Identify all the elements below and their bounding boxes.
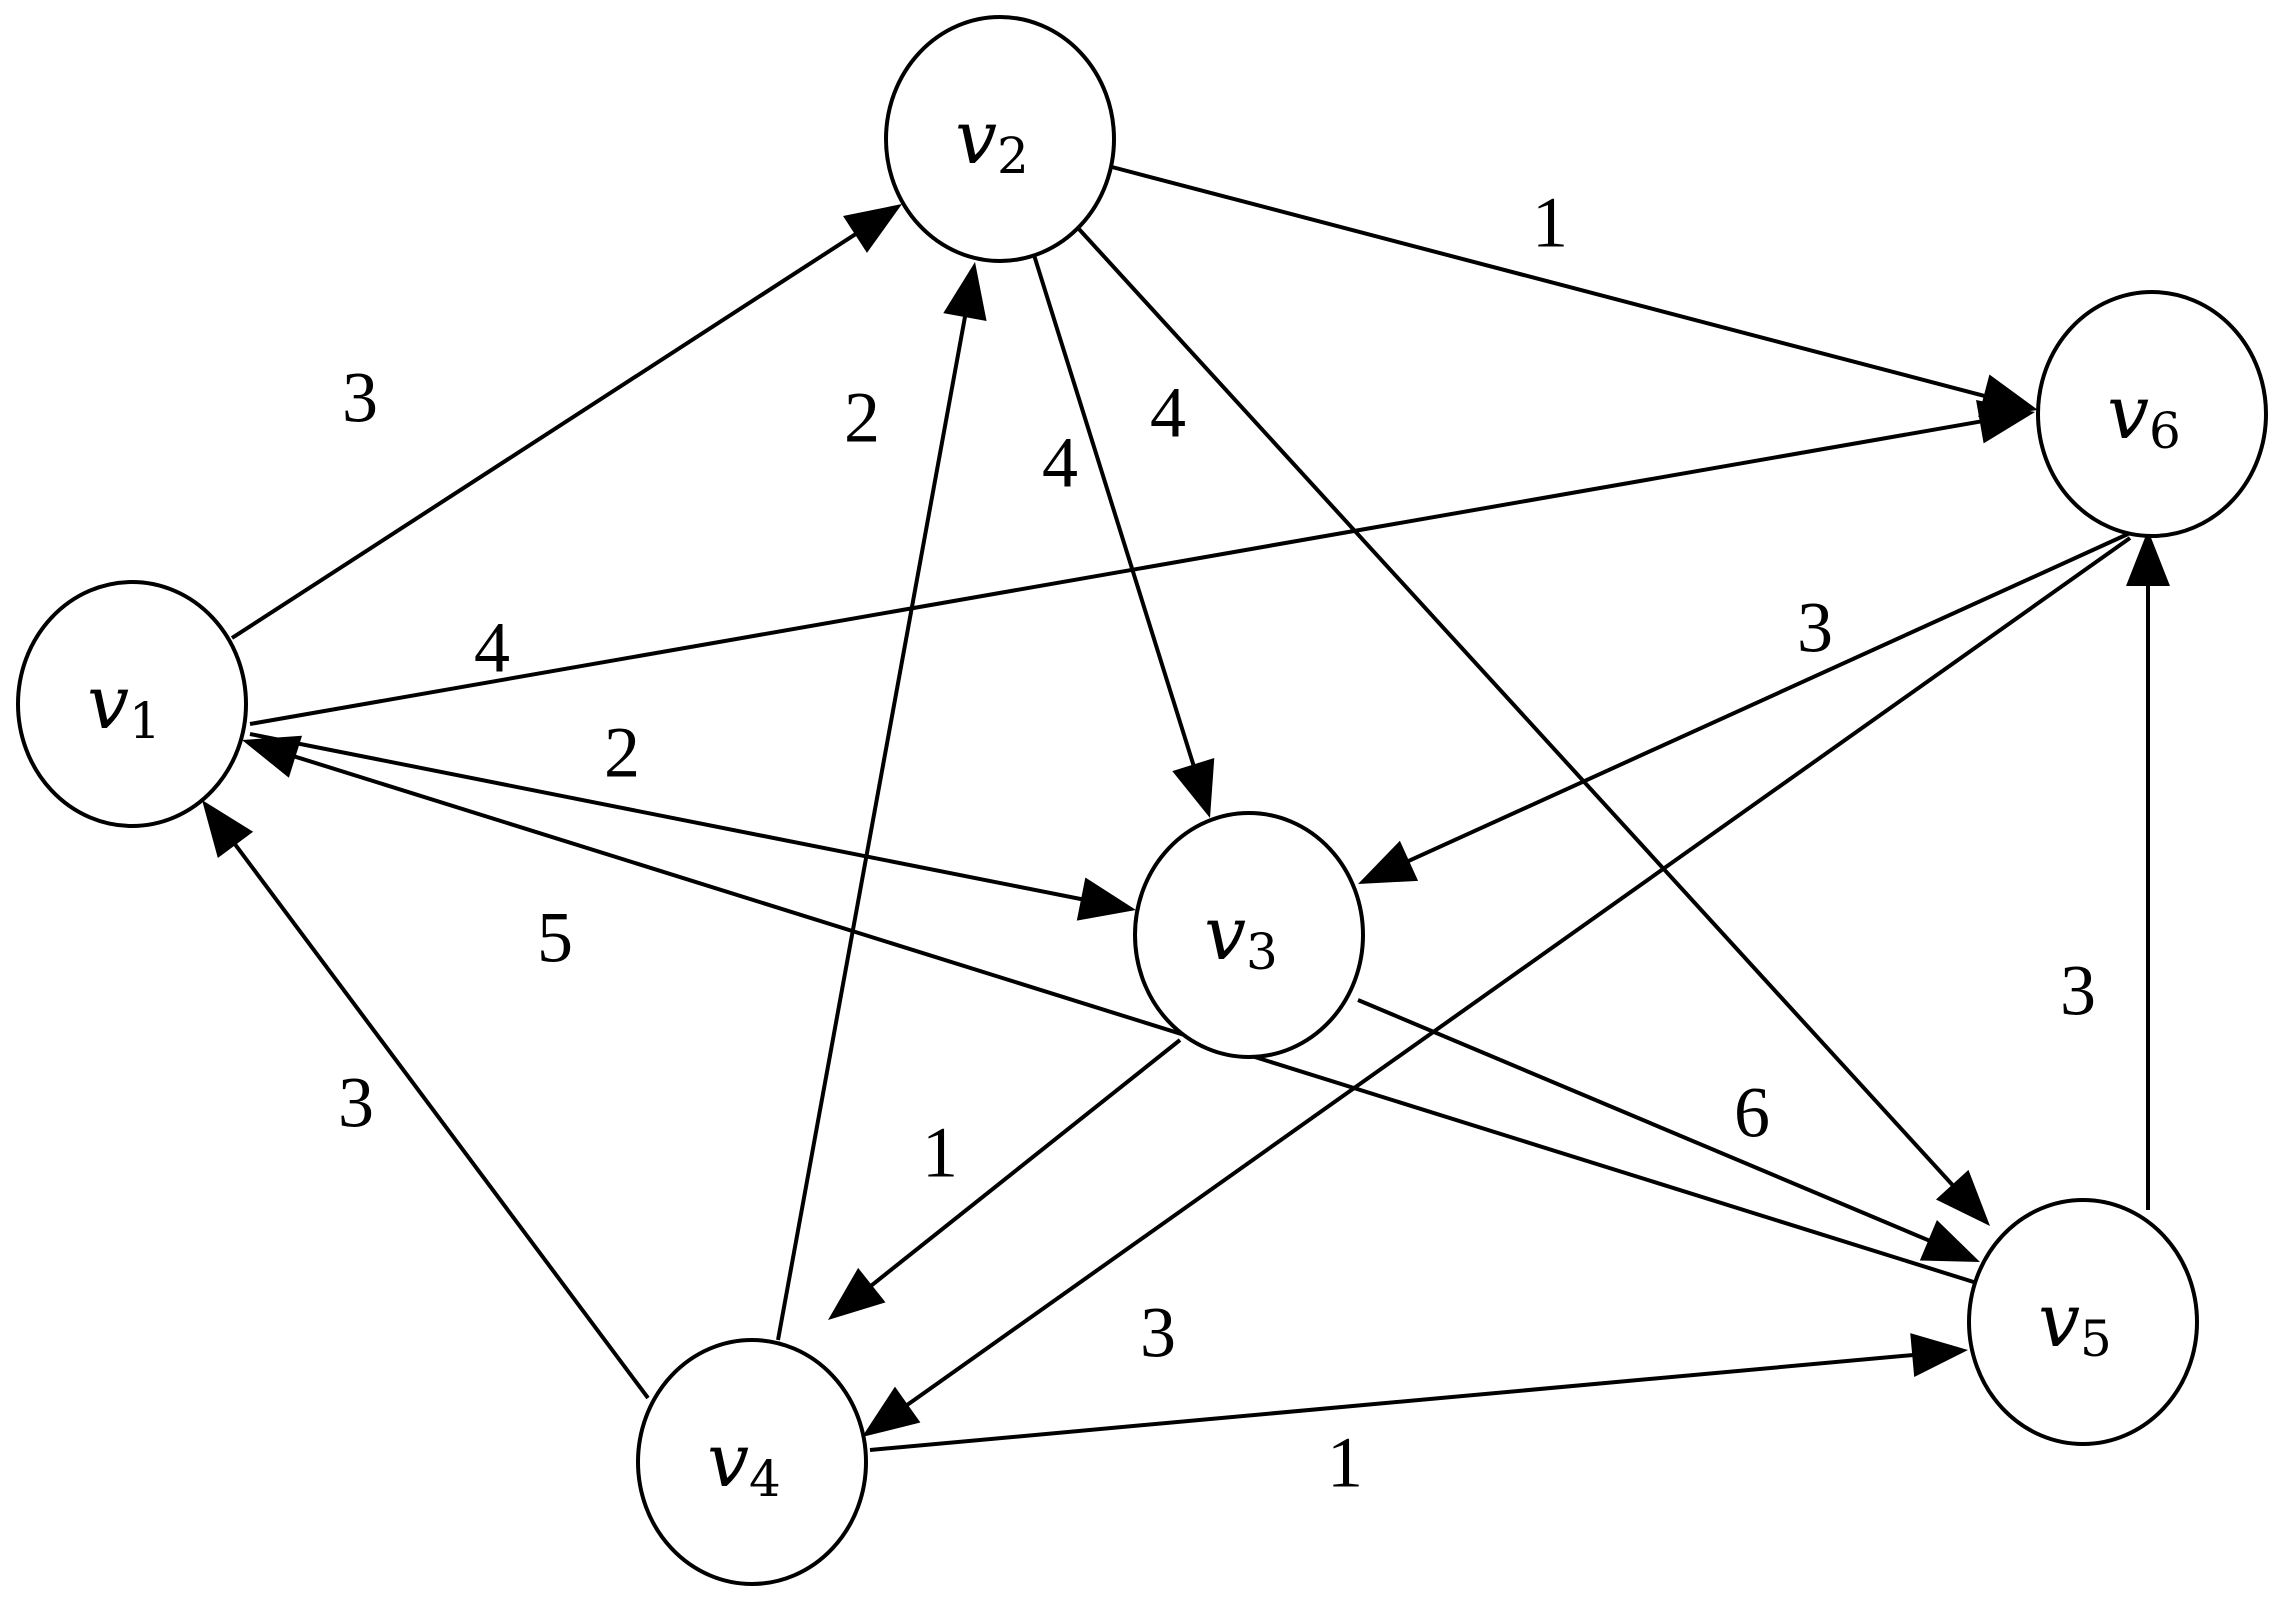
node-label-subscript: 6 (2149, 402, 2181, 460)
node-label-base: v (955, 95, 997, 181)
edge-v1-v6 (249, 399, 2035, 726)
edge-v3-v4 (828, 1038, 1182, 1320)
edge-weight-v4-v1: 3 (338, 1063, 374, 1143)
node-v2: v2 (884, 15, 1116, 263)
edge-v4-v1 (202, 800, 650, 1400)
edge-line-v4-v1 (231, 840, 650, 1400)
node-label-v1: v1 (87, 660, 161, 750)
arrow-head-icon (1978, 374, 2038, 418)
edge-v4-v5 (869, 1333, 1968, 1452)
arrow-head-icon (1076, 877, 1136, 921)
edge-weight-v5-v6: 3 (2060, 951, 2096, 1031)
edge-weight-v4-v5: 1 (1327, 1423, 1363, 1503)
edge-weight-v6-v3: 3 (1797, 588, 1833, 668)
node-circle-v2 (884, 15, 1116, 263)
node-label-subscript: 1 (129, 692, 161, 750)
edge-v2-v6 (1111, 165, 2038, 418)
edge-weight-v5-v1: 5 (537, 898, 573, 978)
edge-v6-v3 (1358, 532, 2129, 884)
edge-line-v1-v2 (230, 230, 860, 640)
node-label-v4: v4 (707, 1418, 781, 1508)
edge-v6-v4 (862, 536, 2132, 1437)
edge-line-v1-v3 (249, 732, 1086, 902)
edge-v1-v2 (230, 204, 902, 640)
node-v4: v4 (636, 1338, 868, 1586)
node-label-base: v (707, 1418, 749, 1504)
node-circle-v1 (16, 580, 248, 828)
edge-line-v3-v4 (867, 1038, 1182, 1290)
arrow-head-icon (242, 735, 303, 778)
arrow-head-icon (943, 262, 987, 322)
edge-weight-v4-v2: 2 (844, 378, 880, 458)
edge-line-v3-v5 (1357, 998, 1933, 1244)
edge-v1-v3 (249, 732, 1136, 921)
node-label-base: v (87, 660, 129, 746)
node-label-v3: v3 (1204, 891, 1278, 981)
arrow-head-icon (1172, 757, 1215, 818)
node-circle-v5 (1967, 1198, 2199, 1446)
edge-line-v6-v4 (903, 536, 2132, 1409)
node-v6: v6 (2036, 290, 2268, 538)
edge-v5-v1 (242, 735, 1981, 1286)
arrow-head-icon (1935, 1169, 1990, 1226)
node-circle-v6 (2036, 290, 2268, 538)
node-circle-v4 (636, 1338, 868, 1586)
edge-weight-v2-v5: 4 (1150, 373, 1186, 453)
edge-line-v1-v6 (249, 418, 1985, 726)
node-label-subscript: 4 (749, 1450, 781, 1508)
node-label-subscript: 2 (997, 127, 1029, 185)
edge-v3-v5 (1357, 998, 1980, 1262)
arrow-head-icon (1910, 1333, 1968, 1377)
edges-layer (202, 165, 2170, 1452)
arrow-head-icon (202, 800, 254, 859)
edge-line-v6-v3 (1404, 532, 2129, 865)
node-label-v6: v6 (2107, 370, 2181, 460)
node-label-base: v (2038, 1278, 2080, 1364)
node-circle-v3 (1133, 811, 1365, 1059)
node-label-subscript: 5 (2080, 1310, 2112, 1368)
edge-weight-v6-v4: 3 (1140, 1293, 1176, 1373)
edge-line-v5-v1 (291, 753, 1981, 1286)
arrow-head-icon (1919, 1219, 1980, 1262)
edge-weight-v1-v3: 2 (604, 713, 640, 793)
node-label-v2: v2 (955, 95, 1029, 185)
edge-v2-v3 (1032, 254, 1215, 818)
edge-weight-v2-v6: 1 (1532, 183, 1568, 263)
edge-line-v2-v5 (1076, 226, 1957, 1189)
edge-line-v4-v2 (776, 312, 968, 1341)
edge-v4-v2 (776, 262, 987, 1341)
node-v5: v5 (1967, 1198, 2199, 1446)
edge-weight-v3-v4: 1 (922, 1113, 958, 1193)
node-label-base: v (1204, 891, 1246, 977)
edge-line-v4-v5 (869, 1352, 1917, 1452)
arrow-head-icon (2126, 530, 2170, 586)
edge-weight-v2-v3: 4 (1042, 423, 1078, 503)
edge-v5-v6 (2126, 530, 2170, 1210)
arrow-head-icon (1358, 840, 1419, 884)
edge-v2-v5 (1076, 226, 1990, 1226)
node-label-base: v (2107, 370, 2149, 456)
arrow-head-icon (862, 1386, 921, 1437)
arrow-head-icon (843, 204, 902, 253)
edge-weight-v3-v5: 6 (1734, 1073, 1770, 1153)
edge-line-v2-v3 (1032, 254, 1197, 769)
node-v3: v3 (1133, 811, 1365, 1059)
node-label-subscript: 3 (1246, 923, 1278, 981)
edge-weight-v1-v6: 4 (474, 608, 510, 688)
node-label-v5: v5 (2038, 1278, 2112, 1368)
arrow-head-icon (828, 1267, 886, 1320)
edge-line-v2-v6 (1111, 165, 1989, 399)
edge-weight-v1-v2: 3 (342, 358, 378, 438)
node-v1: v1 (16, 580, 248, 828)
